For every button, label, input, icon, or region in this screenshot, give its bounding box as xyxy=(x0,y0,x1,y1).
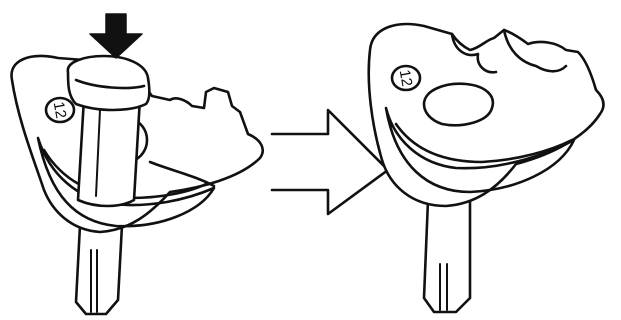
left-size-badge: 12 xyxy=(44,96,76,124)
right-size-badge: 12 xyxy=(390,64,422,92)
press-down-arrow-icon xyxy=(89,13,143,59)
right-stem xyxy=(422,198,472,314)
left-tool: 12 xyxy=(10,13,264,316)
left-stem xyxy=(74,223,124,316)
left-plunger xyxy=(66,54,151,208)
transition-arrow-icon xyxy=(270,108,390,216)
right-cap-crescent xyxy=(384,106,576,194)
right-tool: 12 xyxy=(367,22,605,314)
right-hole xyxy=(422,82,495,127)
right-size-label: 12 xyxy=(396,68,416,87)
left-size-label: 12 xyxy=(50,100,70,119)
